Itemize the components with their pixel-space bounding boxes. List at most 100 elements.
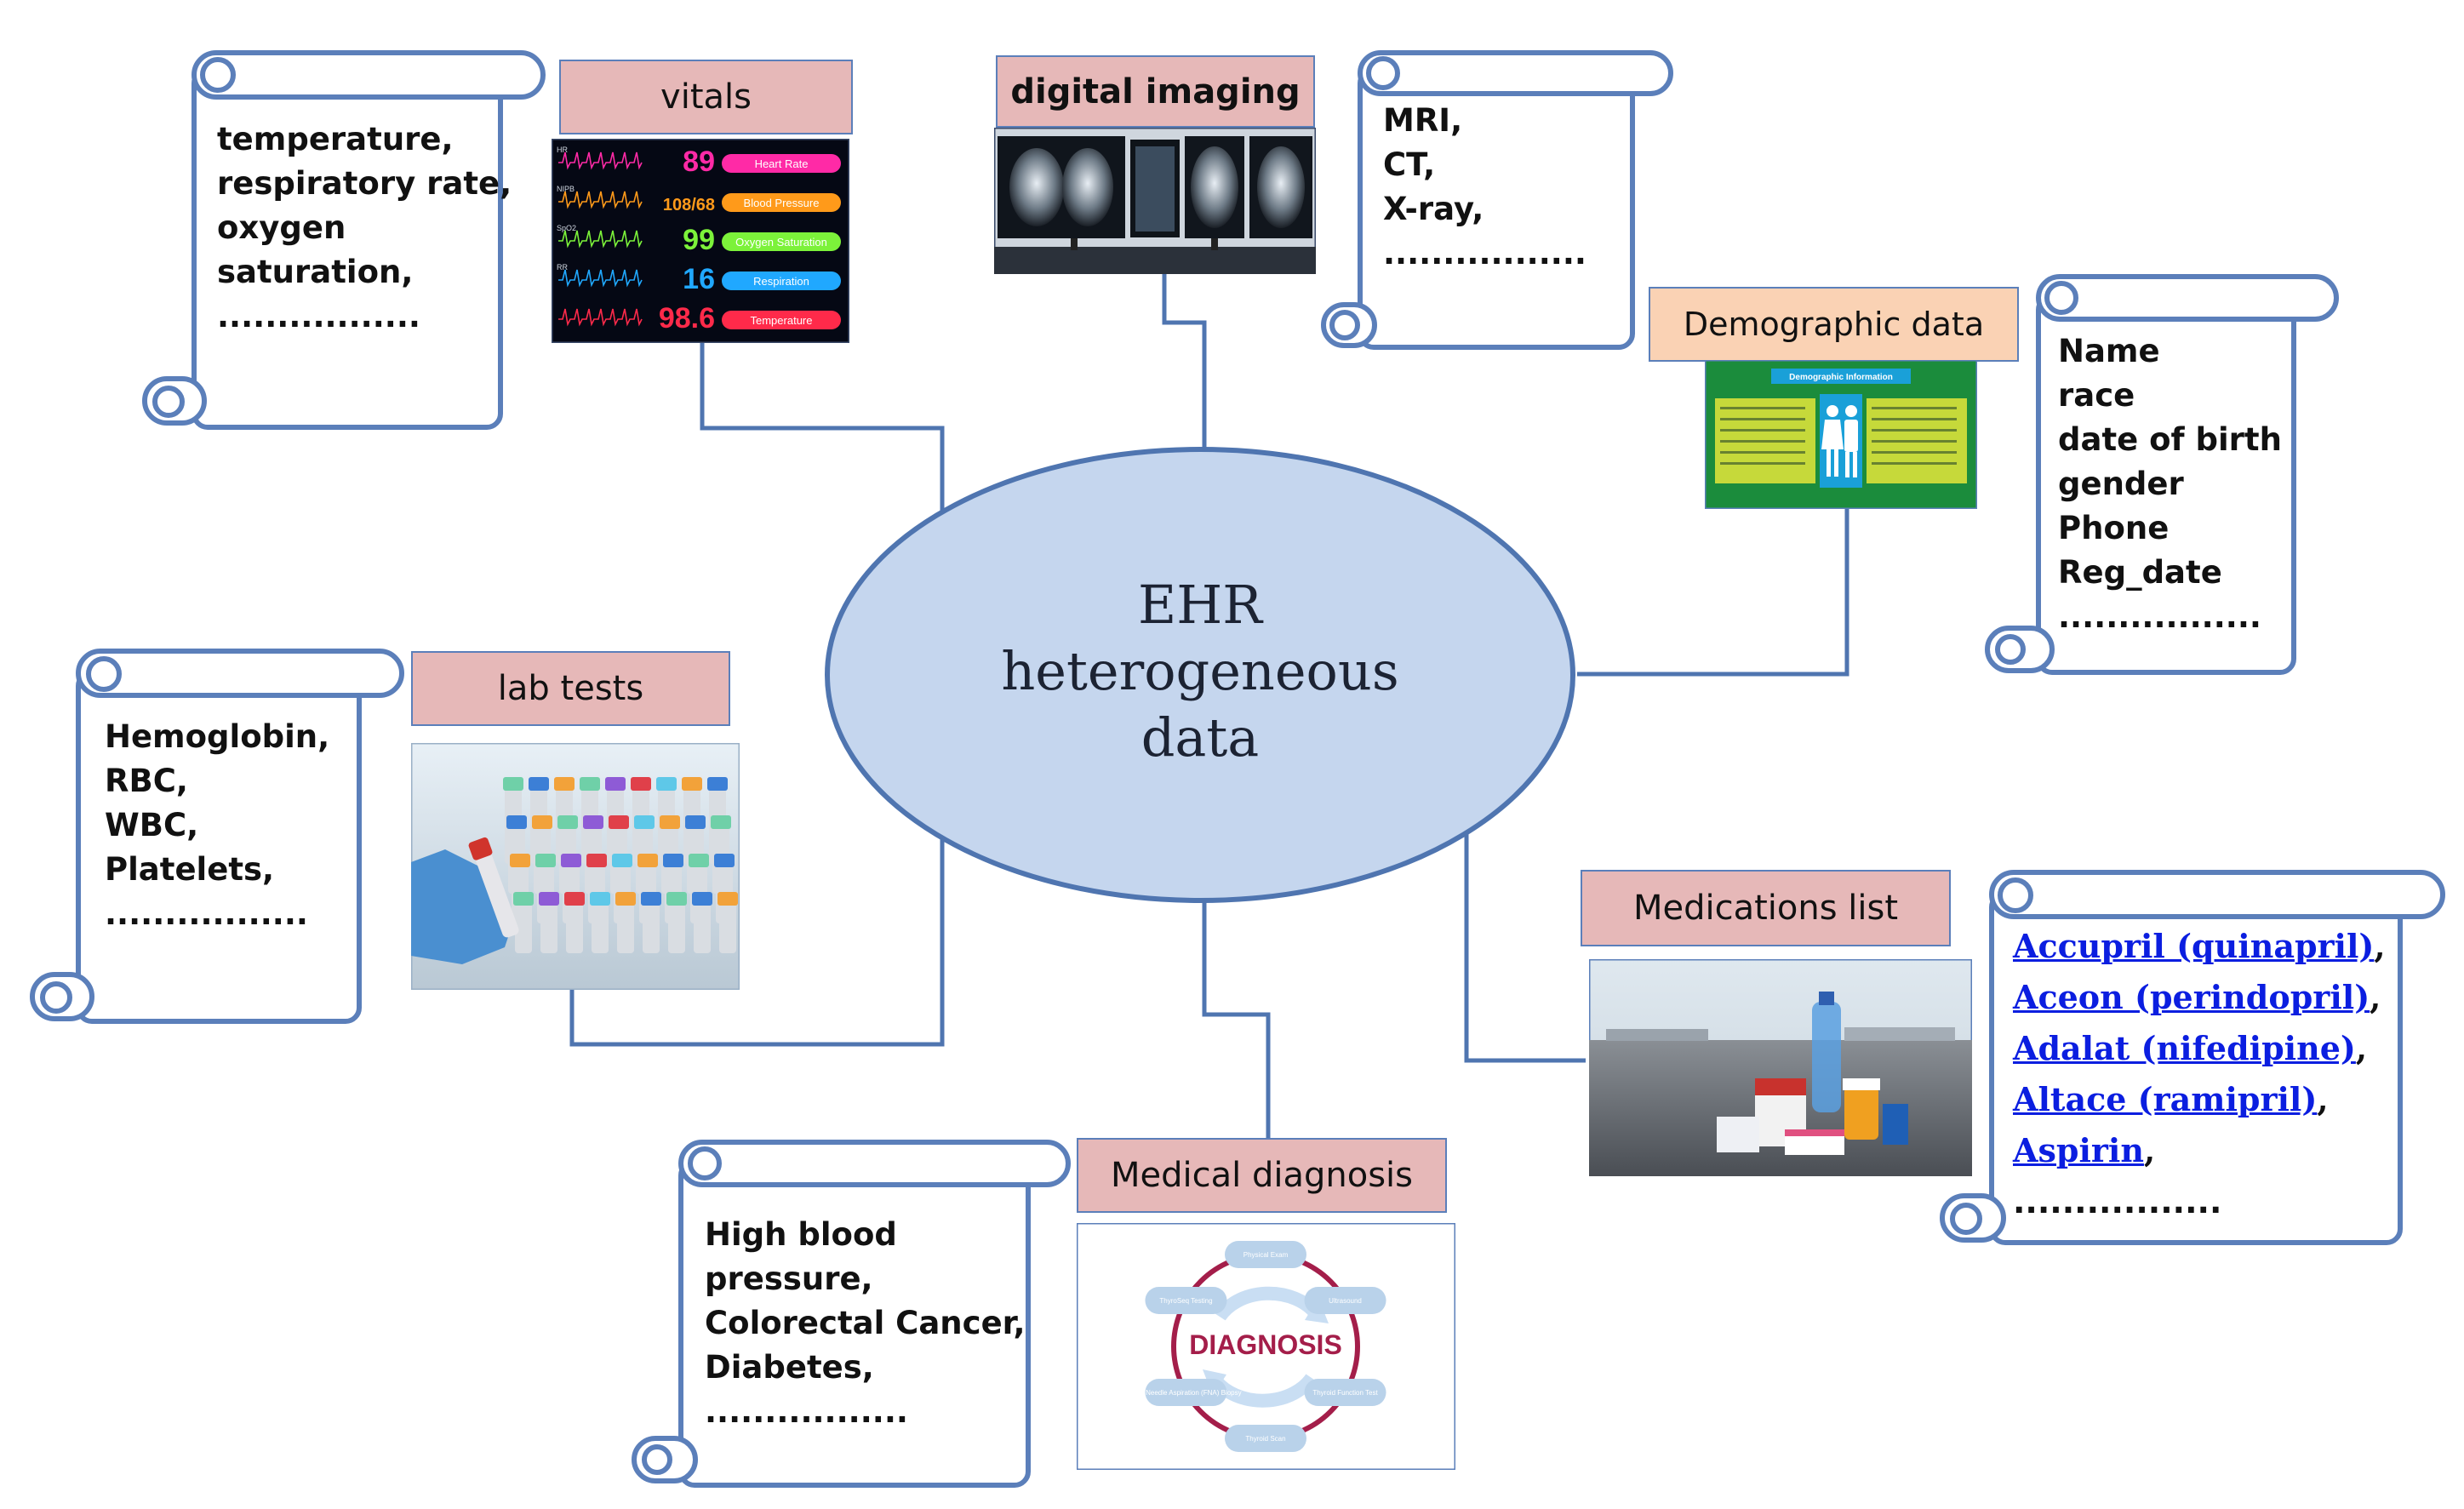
scroll-diagnosis (632, 1140, 1071, 1488)
diagnosis-step-label: Ultrasound (1329, 1297, 1362, 1305)
lab-tube (719, 902, 736, 953)
medication-link[interactable]: Altace (ramipril) (2013, 1080, 2318, 1118)
lab-tube-cap (615, 892, 636, 906)
lab-tube-cap (682, 777, 702, 791)
medication-link[interactable]: Aceon (perindopril) (2013, 978, 2370, 1016)
diagnosis-step: Ultrasound (1304, 1287, 1386, 1314)
lab-tube-cap (580, 777, 600, 791)
demographic-screen-heading: Demographic Information (1789, 373, 1893, 382)
label-medications: Medications list (1581, 870, 1951, 946)
lab-tube-cap (656, 777, 677, 791)
vital-waveform (558, 151, 643, 170)
label-digital-imaging: digital imaging (996, 55, 1315, 128)
diagnosis-step: Physical Exam (1225, 1241, 1306, 1268)
vital-value: 98.6 (659, 302, 715, 334)
diagnosis-step: ThyroSeq Testing (1145, 1287, 1227, 1314)
demographic-screen-image: Demographic Information (1705, 360, 1977, 509)
diagnosis-step: Fine Needle Aspiration (FNA) Biopsy (1130, 1379, 1242, 1406)
lab-tube-cap (634, 815, 655, 829)
lab-tube (566, 902, 583, 953)
lab-tube-cap (707, 777, 728, 791)
vital-row: HR 89 Heart Rate (557, 146, 841, 178)
connector-lab (569, 830, 945, 1047)
medication-link[interactable]: Accupril (quinapril) (2013, 927, 2375, 965)
vital-value: 108/68 (663, 196, 715, 214)
lab-tube-cap (503, 777, 523, 791)
vital-pill (722, 154, 841, 173)
lab-tube (515, 902, 532, 953)
label-vitals: vitals (559, 60, 853, 134)
lab-tube-cap (532, 815, 552, 829)
vital-label: Heart Rate (755, 157, 809, 170)
lab-tube-cap (714, 854, 735, 867)
lab-tube-cap (612, 854, 632, 867)
lab-tube (540, 902, 557, 953)
lab-tube-cap (586, 854, 607, 867)
scroll-vitals (142, 50, 546, 430)
demographic-items: Name race date of birth gender Phone Reg… (2058, 333, 2282, 635)
vital-waveform (558, 230, 643, 249)
lab-tube-cap (631, 777, 651, 791)
connector-vitals (700, 343, 945, 521)
vital-pill (722, 311, 841, 329)
lab-tube-cap (692, 892, 712, 906)
vital-tag: SpO2 (557, 224, 576, 232)
diagnosis-step-label: Fine Needle Aspiration (FNA) Biopsy (1130, 1389, 1241, 1397)
diagnosis-step: Thyroid Scan (1225, 1425, 1306, 1452)
medication-link[interactable]: Aspirin (2013, 1131, 2144, 1169)
lab-tube-cap (529, 777, 549, 791)
lab-tube (643, 902, 660, 953)
vital-waveform (558, 191, 643, 209)
lab-tube-cap (590, 892, 610, 906)
lab-tube-cap (554, 777, 575, 791)
vital-pill (722, 232, 841, 251)
vital-row: SpO2 99 Oxygen Saturation (557, 224, 841, 256)
lab-tube-cap (513, 892, 534, 906)
diagnosis-cycle-image: DIAGNOSIS Physical ExamUltrasoundThyroid… (1077, 1223, 1455, 1470)
diagnosis-step-pill (1304, 1287, 1386, 1314)
label-demographic: Demographic data (1649, 287, 2019, 362)
diagnosis-step-pill (1145, 1379, 1227, 1406)
lab-tube (668, 902, 685, 953)
lab-tube-cap (666, 892, 687, 906)
lab-items: Hemoglobin, RBC, WBC, Platelets, .......… (105, 718, 330, 932)
person-icon (1821, 405, 1858, 477)
lab-tube-cap (711, 815, 731, 829)
scroll-lab (30, 649, 404, 1024)
vitals-items: temperature, respiratory rate, oxygen sa… (217, 121, 512, 334)
vital-tag: HR (557, 146, 568, 154)
medications-image (1589, 959, 1972, 1176)
lab-tube (592, 902, 609, 953)
lab-tube-cap (583, 815, 603, 829)
medication-link[interactable]: Adalat (nifedipine) (2013, 1029, 2356, 1067)
vital-value: 89 (683, 146, 715, 178)
lab-tests-image (411, 743, 740, 990)
lab-tube-cap (663, 854, 683, 867)
vital-pill (722, 272, 841, 290)
diagnosis-step-pill (1145, 1287, 1227, 1314)
vital-label: Oxygen Saturation (735, 236, 827, 249)
lab-tube-cap (637, 854, 658, 867)
label-diagnosis: Medical diagnosis (1077, 1138, 1447, 1213)
label-lab-tests: lab tests (411, 651, 730, 726)
connector-diagnosis (1202, 898, 1271, 1140)
imaging-items: MRI, CT, X-ray, ................. (1383, 102, 1586, 272)
connector-imaging (1162, 274, 1207, 457)
lab-tube-cap (564, 892, 585, 906)
vital-pill (722, 193, 841, 212)
digital-imaging-image (994, 128, 1316, 274)
lab-tube-cap (605, 777, 626, 791)
connector-medications (1464, 826, 1586, 1063)
vital-tag: NIPB (557, 185, 575, 193)
vital-value: 99 (683, 224, 715, 256)
vital-label: Respiration (753, 275, 809, 288)
connector-demographic (1577, 509, 1849, 677)
diagnosis-step-label: Thyroid Function Test (1312, 1389, 1378, 1397)
lab-tube-cap (660, 815, 680, 829)
vital-label: Temperature (751, 314, 813, 327)
